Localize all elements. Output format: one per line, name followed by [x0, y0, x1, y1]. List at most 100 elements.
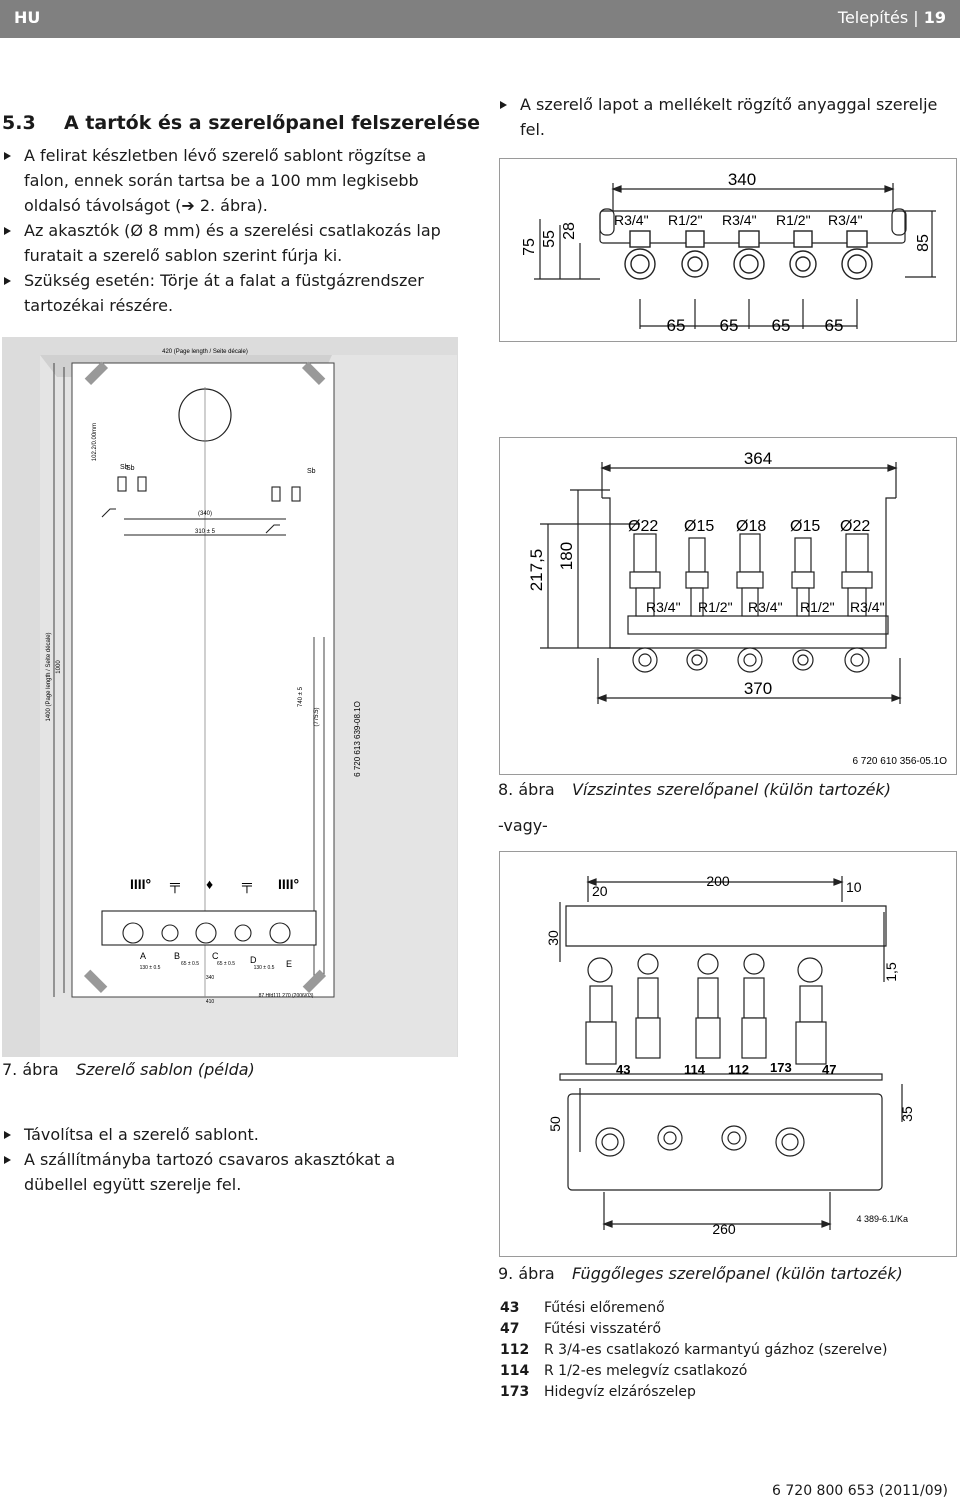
item-112: 112 — [728, 1062, 749, 1077]
template-code: 87 Hfd111 270 (2006/03) — [259, 993, 314, 999]
legend-row: 114 R 1/2-es melegvíz csatlakozó — [500, 1361, 887, 1382]
diameter-label: Ø15 — [684, 518, 714, 535]
figure-code: 6 720 610 356-05.1O — [852, 756, 947, 767]
svg-text:IIII°: IIII° — [130, 876, 151, 892]
dim-65: 65 ± 0.5 — [181, 961, 199, 967]
dim-10: 10 — [846, 879, 862, 895]
letter-c: C — [212, 951, 219, 961]
dim-370: 370 — [744, 679, 772, 698]
hook-label: Sb — [307, 468, 316, 475]
list-item: Az akasztók (Ø 8 mm) és a szerelési csat… — [2, 218, 462, 268]
dim-180: 180 — [557, 542, 576, 570]
dim-65: 65 — [720, 316, 739, 335]
caption-title: Szerelő sablon (példa) — [76, 1060, 255, 1079]
letter-b: B — [174, 951, 180, 961]
legend-row: 173 Hidegvíz elzárószelep — [500, 1382, 887, 1403]
item-173: 173 — [770, 1060, 792, 1075]
legend-key: 43 — [500, 1300, 520, 1316]
page-number: 19 — [923, 8, 946, 27]
dim-1400: 1400 (Page length / Seite décale) — [46, 632, 52, 721]
dim-85: 85 — [915, 234, 932, 252]
section-title: A tartók és a szerelőpanel felszerelése — [64, 112, 481, 134]
list-item: A felirat készletben lévő szerelő sablon… — [2, 143, 462, 218]
section-number: 5.3 — [2, 112, 36, 134]
dim-50: 50 — [547, 1116, 563, 1132]
diameter-label: Ø22 — [628, 518, 658, 535]
dim-30: 30 — [545, 930, 561, 946]
dim-65: 65 — [667, 316, 686, 335]
legend-key: 173 — [500, 1384, 530, 1400]
instruction-list-right: A szerelő lapot a mellékelt rögzítő anya… — [498, 92, 953, 142]
svg-text:Sb: Sb — [120, 464, 129, 471]
horizontal-panel-dimension-drawing: 340 R3/4" R1/2" R3/4" R1/2" R3/4" 75 55 … — [521, 170, 936, 335]
legend-text: R 1/2-es melegvíz csatlakozó — [544, 1363, 748, 1379]
instruction-list-lower: Távolítsa el a szerelő sablont. A szállí… — [2, 1122, 462, 1197]
dim-340: 340 — [728, 170, 756, 189]
dim-200: 200 — [706, 873, 730, 889]
figure-code: 4 389-6.1/Ka — [856, 1214, 908, 1224]
language-code: HU — [14, 8, 41, 27]
legend-key: 114 — [500, 1363, 530, 1379]
legend-text: R 3/4-es csatlakozó karmantyú gázhoz (sz… — [544, 1342, 888, 1358]
dim-260: 260 — [712, 1221, 736, 1237]
figure-8-bottom: 364 370 217,5 180 Ø22 Ø15 Ø18 Ø15 Ø22 R3… — [499, 437, 957, 775]
list-item: A szerelő lapot a mellékelt rögzítő anya… — [498, 92, 953, 142]
dim-vertical: 102.2/0.00mm — [92, 423, 98, 461]
caption-number: 8. ábra — [498, 780, 555, 799]
dim-65: 65 — [825, 316, 844, 335]
dim-340: 340 — [206, 975, 215, 981]
caption-number: 9. ábra — [498, 1264, 555, 1283]
footer-doc-code: 6 720 800 653 (2011/09) — [772, 1483, 948, 1499]
thread-label: R3/4" — [646, 599, 681, 615]
svg-text:IIII°: IIII° — [278, 876, 299, 892]
item-114: 114 — [684, 1062, 706, 1077]
section-heading: 5.3 A tartók és a szerelőpanel felszerelé… — [2, 112, 480, 134]
legend-key: 112 — [500, 1342, 530, 1358]
dim-364: 364 — [744, 449, 772, 468]
thread-label: R1/2" — [776, 212, 811, 228]
dim-130: 130 ± 0.5 — [140, 965, 161, 971]
thread-label: R3/4" — [722, 212, 757, 228]
item-43: 43 — [616, 1062, 630, 1077]
caption-title: Vízszintes szerelőpanel (külön tartozék) — [572, 780, 891, 799]
instruction-list-left: A felirat készletben lévő szerelő sablon… — [2, 143, 462, 318]
dim-1000: 1000 — [56, 660, 62, 674]
dim-310: 310 ± 5 — [195, 529, 216, 535]
dim-28: 28 — [561, 222, 578, 240]
dim-217-5: 217,5 — [527, 549, 546, 592]
dim-130: 130 ± 0.5 — [254, 965, 275, 971]
item-47: 47 — [822, 1062, 836, 1077]
list-item: A szállítmányba tartozó csavaros akasztó… — [2, 1147, 462, 1197]
thread-label: R3/4" — [850, 599, 885, 615]
dim-1-5: 1,5 — [883, 962, 899, 982]
header-section: Telepítés | 19 — [838, 8, 946, 27]
horizontal-panel-side-drawing: 364 370 217,5 180 Ø22 Ø15 Ø18 Ø15 Ø22 R3… — [527, 449, 947, 767]
legend-key: 47 — [500, 1321, 520, 1337]
list-item: Távolítsa el a szerelő sablont. — [2, 1122, 462, 1147]
thread-label: R1/2" — [668, 212, 703, 228]
svg-text:╤: ╤ — [241, 876, 252, 894]
dim-20: 20 — [592, 883, 608, 899]
svg-text:♦: ♦ — [206, 876, 213, 892]
list-item: Szükség esetén: Törje át a falat a füstg… — [2, 268, 462, 318]
dim-410: 410 — [206, 999, 215, 1005]
diameter-label: Ø15 — [790, 518, 820, 535]
figure-8-caption: 8. ábra Vízszintes szerelőpanel (külön ta… — [498, 780, 891, 799]
hook-label: Sb — [126, 465, 135, 472]
legend-row: 112 R 3/4-es csatlakozó karmantyú gázhoz … — [500, 1340, 887, 1361]
dim-75: 75 — [521, 238, 538, 256]
legend-text: Hidegvíz elzárószelep — [544, 1384, 696, 1400]
figure-code: 6 720 613 639-08.1O — [353, 701, 362, 777]
dim-65: 65 ± 0.5 — [217, 961, 235, 967]
vertical-panel-drawing: 200 20 10 30 1,5 50 35 260 43 114 112 17… — [545, 873, 915, 1237]
diameter-label: Ø18 — [736, 518, 766, 535]
separator: | — [913, 8, 919, 27]
figure-8-top: 340 R3/4" R1/2" R3/4" R1/2" R3/4" 75 55 … — [499, 158, 957, 342]
dim-35: 35 — [899, 1106, 915, 1122]
